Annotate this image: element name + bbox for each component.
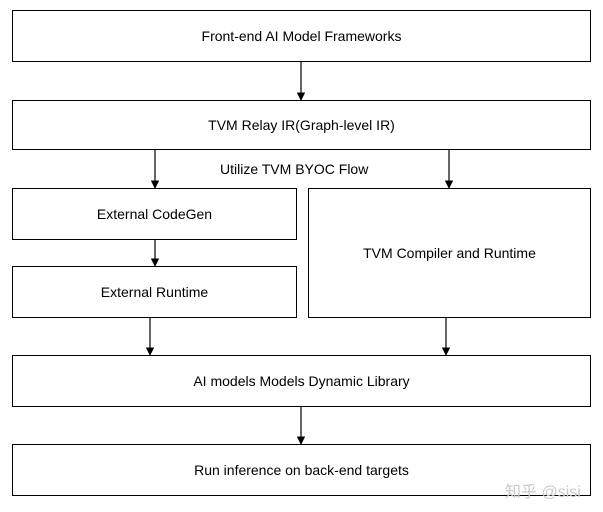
- external-codegen-box: External CodeGen: [12, 188, 297, 240]
- dynamic-library-box: AI models Models Dynamic Library: [12, 355, 591, 407]
- tvm-compiler-runtime-box: TVM Compiler and Runtime: [308, 188, 591, 318]
- inference-box: Run inference on back-end targets: [12, 444, 591, 496]
- frontend-frameworks-box: Front-end AI Model Frameworks: [12, 10, 591, 62]
- frontend-frameworks-label: Front-end AI Model Frameworks: [201, 28, 402, 44]
- byoc-flow-label: Utilize TVM BYOC Flow: [220, 161, 369, 177]
- inference-label: Run inference on back-end targets: [194, 462, 409, 478]
- tvm-compiler-runtime-label: TVM Compiler and Runtime: [363, 245, 536, 261]
- external-runtime-label: External Runtime: [100, 284, 209, 300]
- relay-ir-box: TVM Relay IR(Graph-level IR): [12, 100, 591, 150]
- relay-ir-label: TVM Relay IR(Graph-level IR): [208, 117, 395, 133]
- external-runtime-box: External Runtime: [12, 266, 297, 318]
- external-codegen-label: External CodeGen: [96, 206, 213, 222]
- watermark: 知乎 @sisi: [505, 484, 581, 501]
- dynamic-library-label: AI models Models Dynamic Library: [193, 373, 410, 389]
